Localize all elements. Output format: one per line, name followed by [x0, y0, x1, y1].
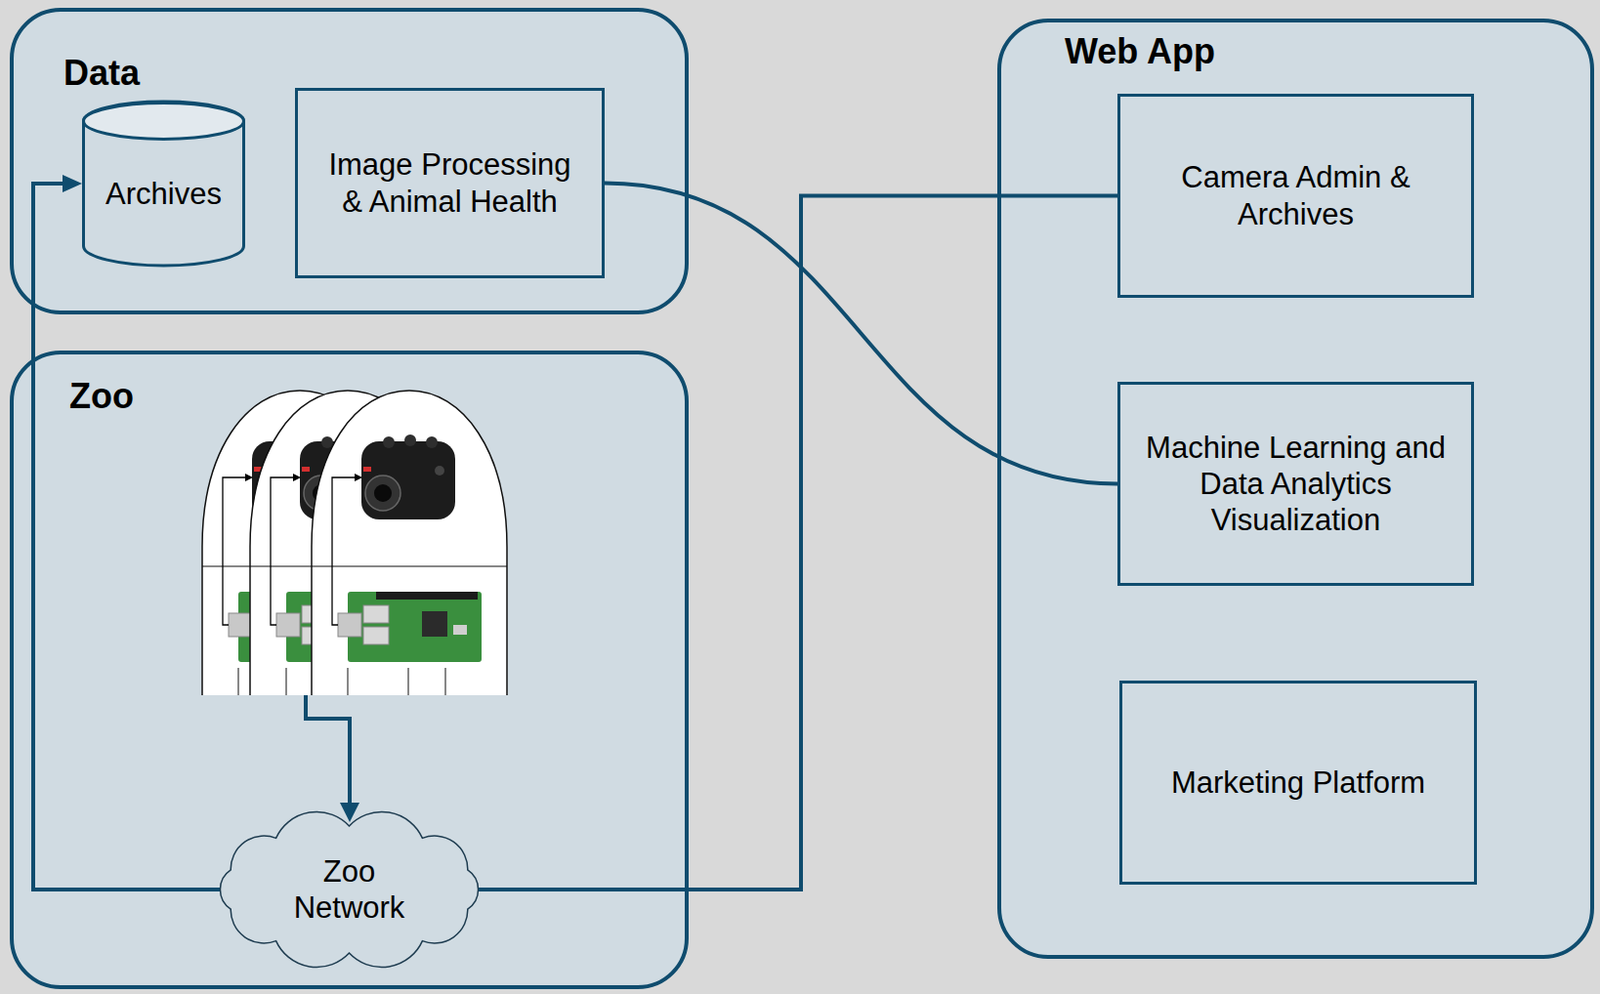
cloud-shape — [219, 811, 478, 968]
group-title: Zoo — [69, 378, 134, 415]
group-panel: ZooZoo Network — [9, 350, 689, 990]
camera-unit — [311, 390, 507, 696]
box-label: Archives — [105, 175, 222, 212]
process-box: Marketing Platform — [1119, 680, 1477, 885]
network-cloud: Zoo Network — [216, 812, 482, 968]
camera-unit — [250, 390, 446, 696]
cylinder-body — [84, 101, 245, 266]
connector-line — [604, 183, 1118, 485]
connector-line — [478, 196, 1118, 891]
box-label: Machine Learning and Data Analytics Visu… — [1130, 429, 1462, 540]
camera-unit — [202, 390, 398, 696]
box-label: Image Processing & Animal Health — [322, 146, 579, 219]
group-panel: DataArchives Image Processing & Animal He… — [9, 7, 689, 315]
process-box: Machine Learning and Data Analytics Visu… — [1117, 381, 1474, 587]
group-title: Data — [63, 55, 140, 91]
box-label: Marketing Platform — [1171, 764, 1426, 801]
cable-arrowhead — [339, 802, 360, 823]
box-label: Zoo Network — [281, 853, 419, 927]
process-box: Image Processing & Animal Health — [294, 87, 605, 279]
camera-cable — [305, 695, 350, 805]
storage-cylinder: Archives — [82, 101, 246, 266]
cloud-outline — [216, 812, 482, 968]
connector-line — [33, 183, 220, 890]
group-panel: Web AppCamera Admin & ArchivesMachine Le… — [997, 18, 1595, 960]
group-title: Web App — [1064, 34, 1216, 70]
box-label: Camera Admin & Archives — [1130, 159, 1462, 232]
process-box: Camera Admin & Archives — [1117, 93, 1474, 298]
cylinder-top — [84, 103, 245, 140]
